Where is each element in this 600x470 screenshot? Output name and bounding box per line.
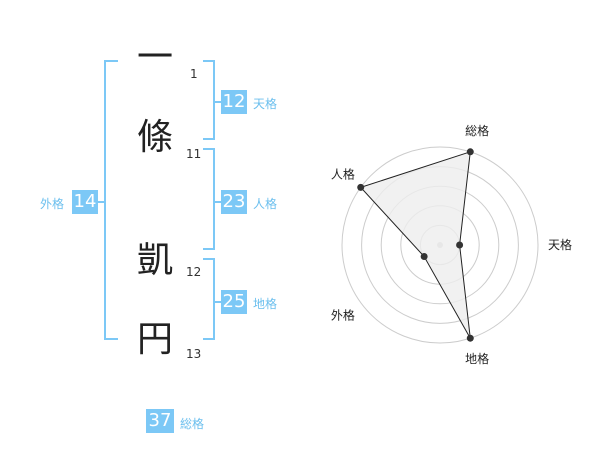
radar-axis-label-5: 人格	[331, 166, 355, 181]
jinkaku-bracket	[203, 148, 215, 250]
tenkaku-bracket	[203, 60, 215, 140]
tenkaku-value: 12	[221, 90, 247, 114]
tenkaku-connector	[215, 101, 221, 103]
gaikaku-bracket	[104, 60, 118, 340]
radar-axis-label-3: 地格	[465, 351, 489, 366]
soukaku-label: 総格	[180, 417, 205, 431]
stroke-count-2: 11	[186, 147, 202, 161]
radar-point-5	[357, 183, 365, 191]
soukaku-value: 37	[146, 409, 174, 433]
chikaku-value: 25	[221, 290, 247, 314]
jinkaku-connector	[215, 201, 221, 203]
radar-grid-ring	[341, 146, 539, 344]
radar-point-1	[466, 148, 474, 156]
stroke-count-3: 12	[186, 265, 202, 279]
gaikaku-label: 外格	[40, 197, 65, 211]
gaikaku-connector	[98, 201, 104, 203]
radar-axis-label-1: 総格	[465, 123, 489, 138]
radar-axis-label-2: 天格	[548, 237, 572, 252]
name-char-2: 條	[136, 117, 173, 158]
radar-point-3	[466, 334, 474, 342]
chikaku-bracket	[203, 258, 215, 340]
name-char-1: 一	[136, 37, 173, 78]
radar-series-polygon	[359, 151, 471, 339]
jinkaku-value: 23	[221, 190, 247, 214]
chikaku-connector	[215, 301, 221, 303]
radar-point-4	[420, 253, 428, 261]
stroke-count-4: 13	[186, 347, 202, 361]
gaikaku-value: 14	[72, 190, 98, 214]
stroke-count-1: 1	[190, 67, 198, 81]
tenkaku-label: 天格	[253, 97, 278, 111]
jinkaku-label: 人格	[253, 197, 278, 211]
chikaku-label: 地格	[253, 297, 278, 311]
name-char-4: 円	[136, 319, 173, 360]
radar-point-2	[456, 241, 464, 249]
radar-axis-label-4: 外格	[331, 308, 355, 323]
name-char-3: 凱	[136, 240, 173, 281]
